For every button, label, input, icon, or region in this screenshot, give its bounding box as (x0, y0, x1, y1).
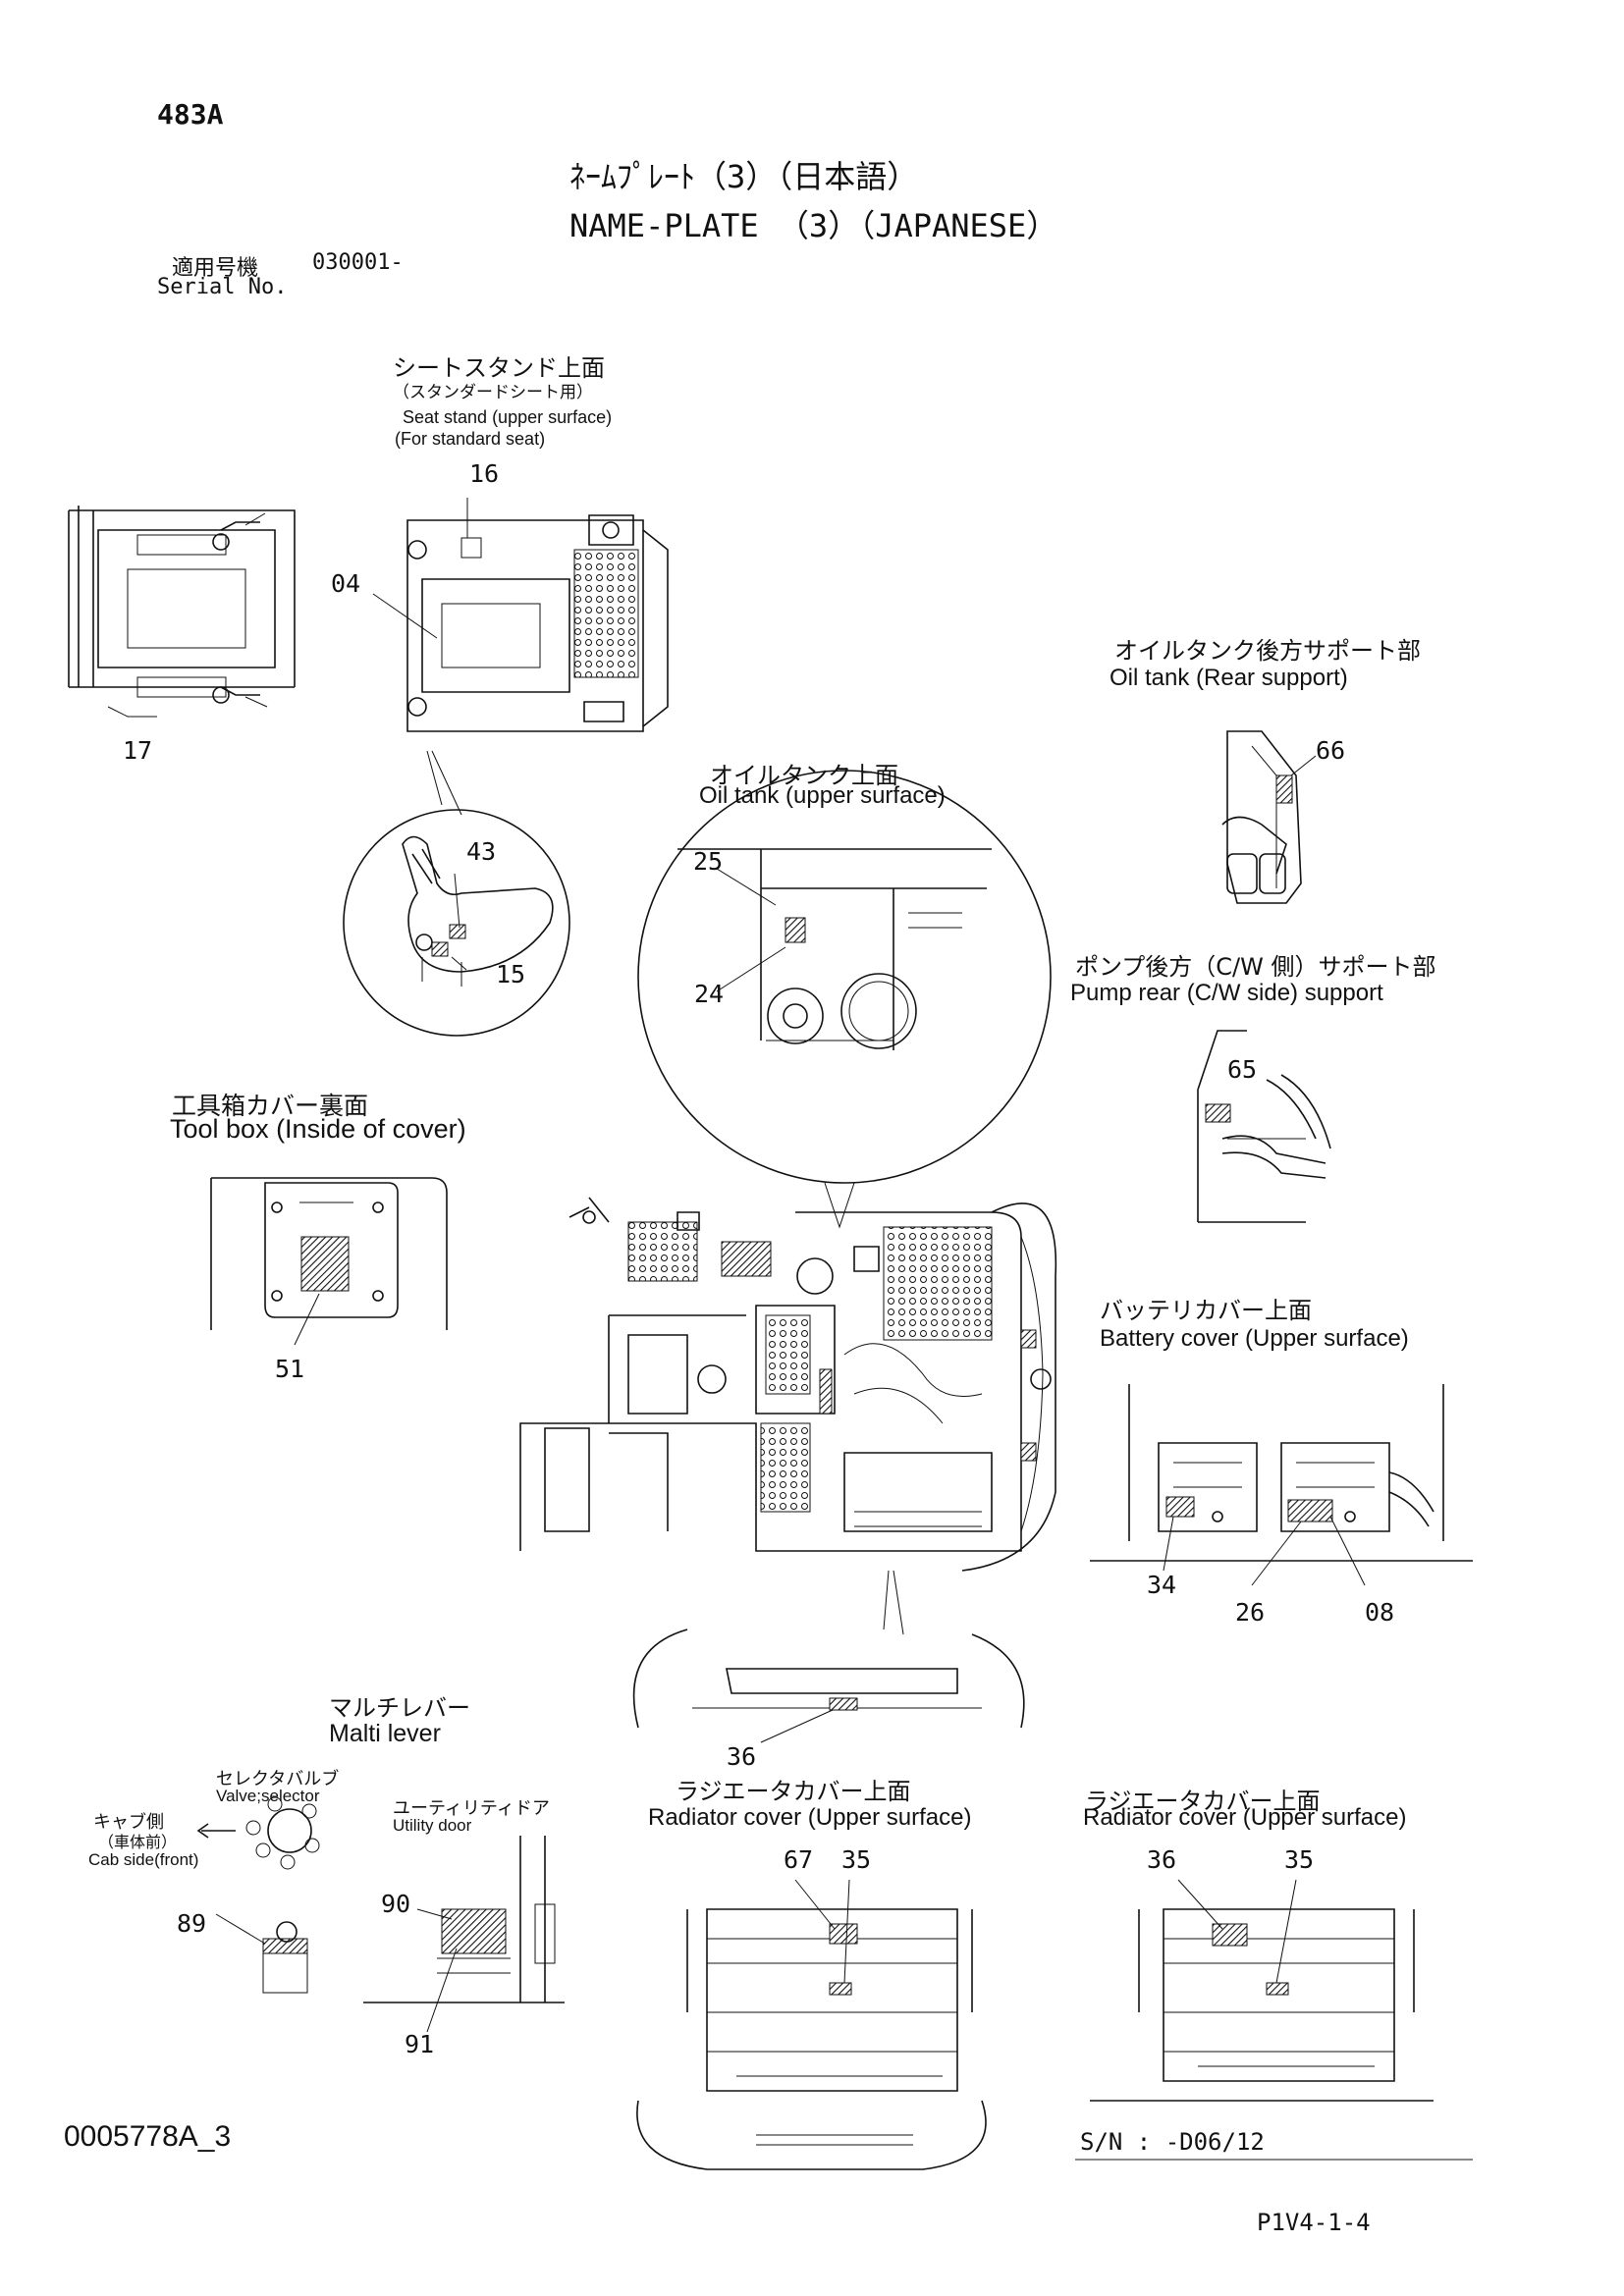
part-number-36-center: 36 (727, 1742, 757, 1771)
radiator-a-label-jp: ラジエータカバー上面 (676, 1778, 911, 1805)
part-number-35-b: 35 (1284, 1845, 1315, 1874)
oil-tank-rear-support-view (1222, 731, 1316, 903)
oil-tank-upper-label-en: Oil tank (upper surface) (699, 782, 946, 809)
multi-lever-label-jp: マルチレバー (329, 1694, 470, 1722)
part-number-67: 67 (784, 1845, 814, 1874)
page-reference: P1V4-1-4 (1257, 2209, 1371, 2236)
part-number-17: 17 (123, 736, 153, 765)
title-english: NAME-PLATE （3）（JAPANESE） (569, 207, 1058, 244)
serial-label: Serial No. (157, 275, 288, 299)
radiator-cover-b-view (1090, 1880, 1434, 2101)
valve-selector-view (198, 1797, 319, 1993)
oil-tank-rear-label-jp: オイルタンク後方サポート部 (1114, 637, 1421, 665)
pump-rear-label-en: Pump rear (C/W side) support (1070, 980, 1383, 1006)
part-number-90: 90 (381, 1890, 411, 1918)
part-number-26: 26 (1235, 1598, 1266, 1627)
drawing-id: 0005778A_3 (64, 2120, 232, 2153)
part-number-36-b: 36 (1147, 1845, 1177, 1874)
part-number-35-a: 35 (841, 1845, 872, 1874)
part-number-25: 25 (693, 847, 724, 876)
battery-cover-view (1090, 1384, 1473, 1585)
serial-value: 030001- (312, 250, 404, 275)
part-number-43: 43 (466, 837, 497, 866)
tool-box-cover-view (211, 1178, 447, 1345)
seat-lever-leader (427, 751, 461, 815)
seat-stand-label-jp-sub: （スタンダードシート用） (393, 383, 593, 402)
cab-side-label-en: Cab side(front) (88, 1850, 199, 1869)
part-number-91: 91 (405, 2030, 435, 2058)
part-number-08: 08 (1365, 1598, 1395, 1627)
title-japanese: ﾈｰﾑﾌﾟﾚｰﾄ（3）（日本語） (569, 158, 919, 195)
radiator-a-label-en: Radiator cover (Upper surface) (648, 1804, 972, 1831)
seat-stand-label-jp: シートスタンド上面 (393, 354, 605, 382)
cab-side-label-jp-sub: （車体前） (98, 1833, 178, 1851)
tool-box-label-en: Tool box (Inside of cover) (170, 1114, 466, 1144)
cab-side-label-jp: キャブ側 (93, 1812, 164, 1833)
pump-rear-label-jp: ポンプ後方（C/W 側）サポート部 (1075, 953, 1436, 981)
radiator-center-view (634, 1629, 1024, 1742)
seat-stand-label-en-sub: (For standard seat) (395, 429, 546, 449)
part-number-89: 89 (177, 1909, 207, 1938)
pump-rear-support-view (1198, 1031, 1330, 1222)
part-number-15: 15 (496, 960, 526, 988)
radiator-b-label-en: Radiator cover (Upper surface) (1083, 1804, 1407, 1831)
seat-stand-upper-view (373, 498, 668, 731)
seat-stand-side-view (69, 506, 295, 717)
applicable-label: 適用号機 (172, 256, 259, 281)
oil-tank-leader (825, 1183, 854, 1227)
oil-tank-upper-label-jp: オイルタンク上面 (710, 762, 898, 789)
radiator-b-label-jp: ラジエータカバー上面 (1085, 1788, 1321, 1815)
part-number-24: 24 (694, 980, 725, 1008)
part-number-65: 65 (1227, 1055, 1258, 1084)
valve-selector-label-jp: セレクタバルブ (216, 1769, 340, 1789)
page-code: 483A (157, 98, 224, 131)
valve-selector-label-en: Valve;selector (216, 1787, 320, 1805)
part-number-34: 34 (1147, 1571, 1177, 1599)
radiator-leader (884, 1571, 903, 1634)
oil-tank-upper-bubble (638, 771, 1051, 1183)
lever-detail-bubble (344, 810, 569, 1036)
sn-note: S/N : -D06/12 (1080, 2128, 1265, 2156)
oil-tank-rear-label-en: Oil tank (Rear support) (1110, 665, 1348, 691)
battery-cover-label-jp: バッテリカバー上面 (1100, 1297, 1312, 1324)
utility-door-label-jp: ユーティリティドア (393, 1798, 550, 1819)
part-number-51: 51 (275, 1355, 305, 1383)
multi-lever-label-en: Malti lever (329, 1720, 441, 1747)
machine-overview (520, 1198, 1056, 1571)
part-number-04: 04 (331, 569, 361, 598)
tool-box-label-jp: 工具箱カバー裏面 (172, 1092, 369, 1120)
seat-stand-label-en: Seat stand (upper surface) (403, 407, 613, 427)
part-number-66: 66 (1316, 736, 1346, 765)
battery-cover-label-en: Battery cover (Upper surface) (1100, 1325, 1409, 1352)
radiator-cover-a-view (637, 1880, 986, 2169)
part-number-16: 16 (469, 459, 500, 488)
utility-door-label-en: Utility door (393, 1816, 472, 1835)
utility-door-view (363, 1836, 565, 2032)
